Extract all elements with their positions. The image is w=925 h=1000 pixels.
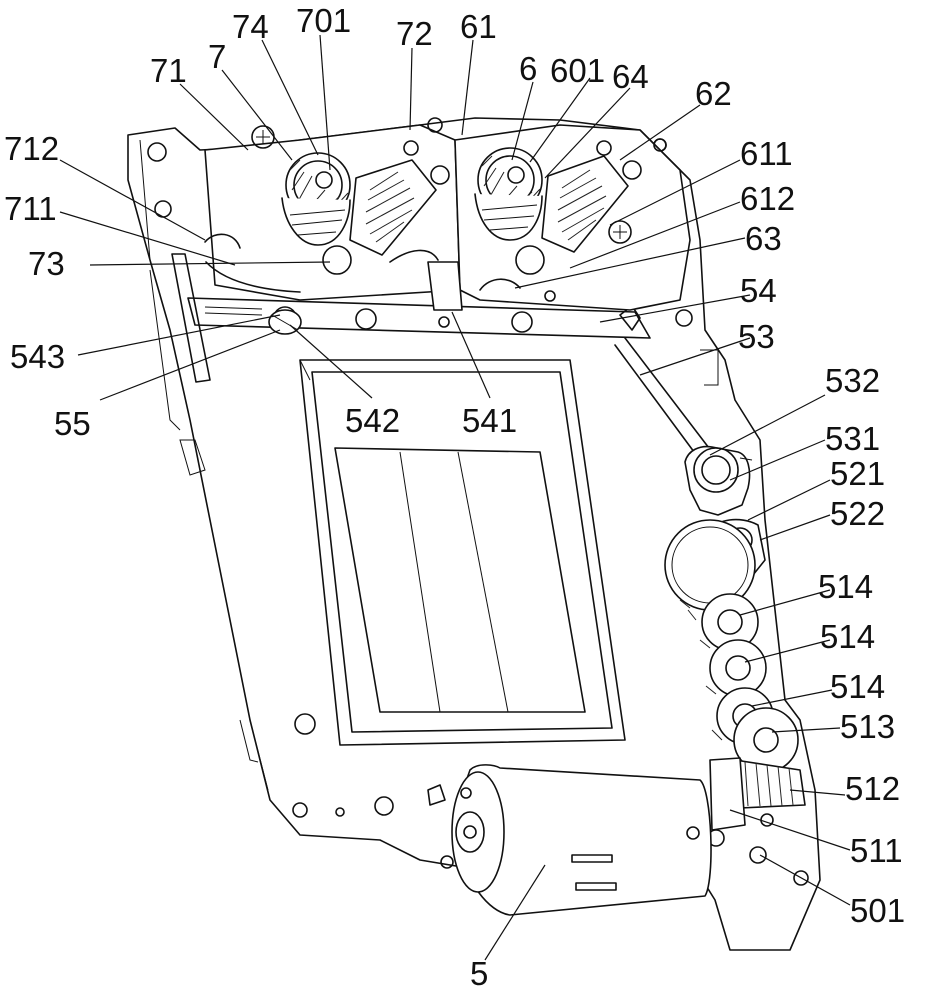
label-514-c: 514	[830, 668, 885, 705]
label-501: 501	[850, 892, 905, 929]
label-611: 611	[740, 135, 793, 172]
label-53: 53	[738, 318, 775, 355]
label-711: 711	[4, 190, 57, 227]
label-512: 512	[845, 770, 900, 807]
label-54: 54	[740, 272, 777, 309]
label-541: 541	[462, 402, 517, 439]
label-532: 532	[825, 362, 880, 399]
label-72: 72	[396, 15, 433, 52]
label-63: 63	[745, 220, 782, 257]
label-61: 61	[460, 8, 497, 45]
label-6: 6	[519, 50, 537, 87]
label-513: 513	[840, 708, 895, 745]
label-522: 522	[830, 495, 885, 532]
label-5: 5	[470, 955, 488, 992]
label-7: 7	[208, 38, 226, 75]
label-73: 73	[28, 245, 65, 282]
label-62: 62	[695, 75, 732, 112]
label-74: 74	[232, 8, 269, 45]
label-531: 531	[825, 420, 880, 457]
label-543: 543	[10, 338, 65, 375]
label-511: 511	[850, 832, 903, 869]
label-712: 712	[4, 130, 59, 167]
label-514-b: 514	[820, 618, 875, 655]
label-612: 612	[740, 180, 795, 217]
label-542: 542	[345, 402, 400, 439]
label-64: 64	[612, 58, 649, 95]
label-514-a: 514	[818, 568, 873, 605]
label-521: 521	[830, 455, 885, 492]
label-601: 601	[550, 52, 605, 89]
label-71: 71	[150, 52, 187, 89]
module-6	[428, 125, 690, 310]
label-55: 55	[54, 405, 91, 442]
label-701: 701	[296, 2, 351, 39]
